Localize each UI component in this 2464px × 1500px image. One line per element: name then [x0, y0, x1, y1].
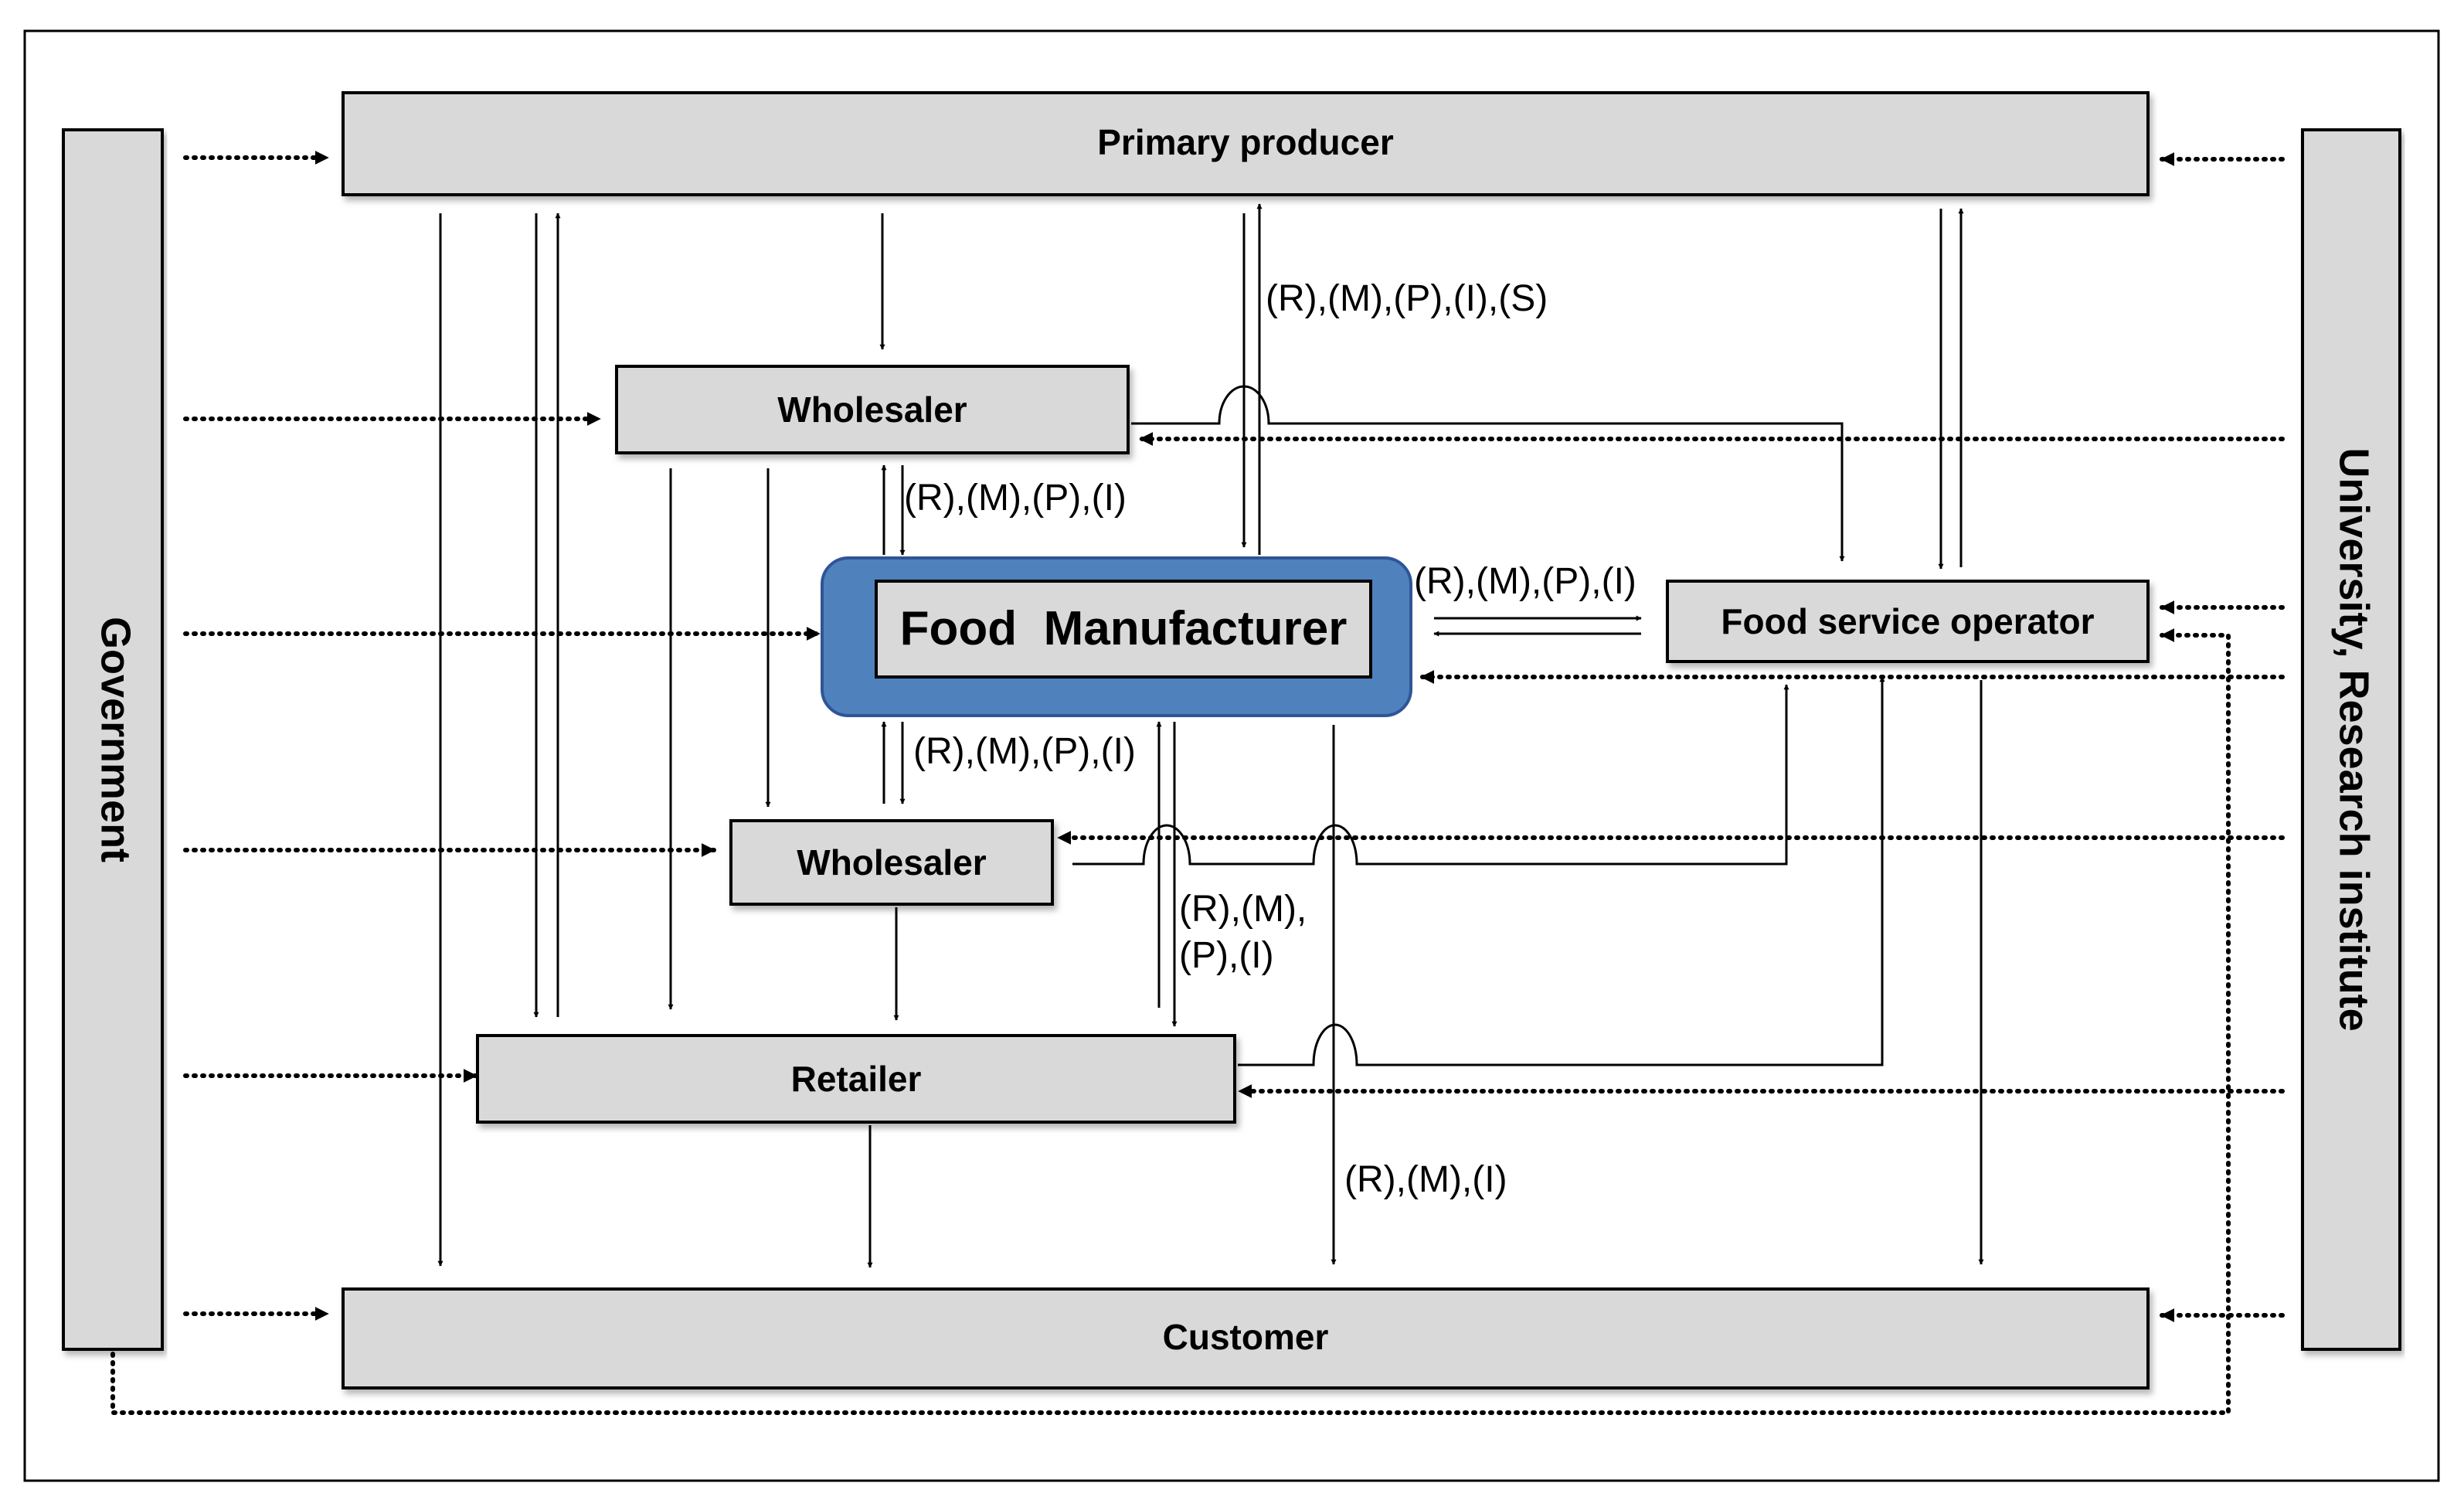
retailer-label: Retailer: [791, 1059, 922, 1099]
outer-frame: [23, 29, 2440, 1482]
wholesaler-top-box: Wholesaler: [615, 365, 1130, 454]
primary-producer-box: Primary producer: [342, 91, 2150, 196]
government-box: Government: [62, 128, 164, 1351]
food-manufacturer-box: Food Manufacturer: [821, 556, 1412, 717]
label-wholesaler-top-manufacturer: (R),(M),(P),(I): [904, 478, 1127, 519]
label-manufacturer-customer: (R),(M),(I): [1344, 1159, 1507, 1200]
retailer-box: Retailer: [476, 1034, 1236, 1124]
primary-producer-label: Primary producer: [1097, 122, 1394, 162]
label-manufacturer-wholesaler-middle: (R),(M),(P),(I): [913, 731, 1136, 772]
solid-flows: [437, 203, 1984, 1268]
wholesaler-middle-label: Wholesaler: [797, 842, 987, 883]
wholesaler-middle-box: Wholesaler: [729, 819, 1054, 906]
food-service-operator-label: Food service operator: [1721, 601, 2094, 641]
label-producer-manufacturer: (R),(M),(P),(I),(S): [1266, 278, 1548, 319]
dotted-government-to-food-service-loop: [110, 628, 2231, 1415]
arrow-wholesaler-top-to-food-service: [1131, 385, 1845, 562]
wholesaler-top-label: Wholesaler: [777, 389, 967, 430]
food-service-operator-box: Food service operator: [1666, 580, 2150, 663]
customer-box: Customer: [342, 1287, 2150, 1389]
university-box: University, Research institute: [2301, 128, 2401, 1351]
arrow-wholesaler-middle-to-food-service: [1072, 684, 1789, 866]
label-manufacturer-retailer-line1: (R),(M),: [1179, 889, 1307, 930]
dotted-flows: [110, 151, 2285, 1415]
food-manufacturer-label: Food Manufacturer: [900, 602, 1348, 655]
government-label: Government: [93, 617, 139, 862]
label-manufacturer-food-service: (R),(M),(P),(I): [1414, 561, 1636, 602]
label-manufacturer-retailer-line2: (P),(I): [1179, 935, 1274, 976]
arrow-retailer-to-food-service: [1238, 676, 1885, 1066]
relation-labels: (R),(M),(P),(I),(S) (R),(M),(P),(I) (R),…: [904, 278, 1636, 1200]
university-label: University, Research institute: [2331, 447, 2377, 1031]
customer-label: Customer: [1163, 1317, 1329, 1357]
